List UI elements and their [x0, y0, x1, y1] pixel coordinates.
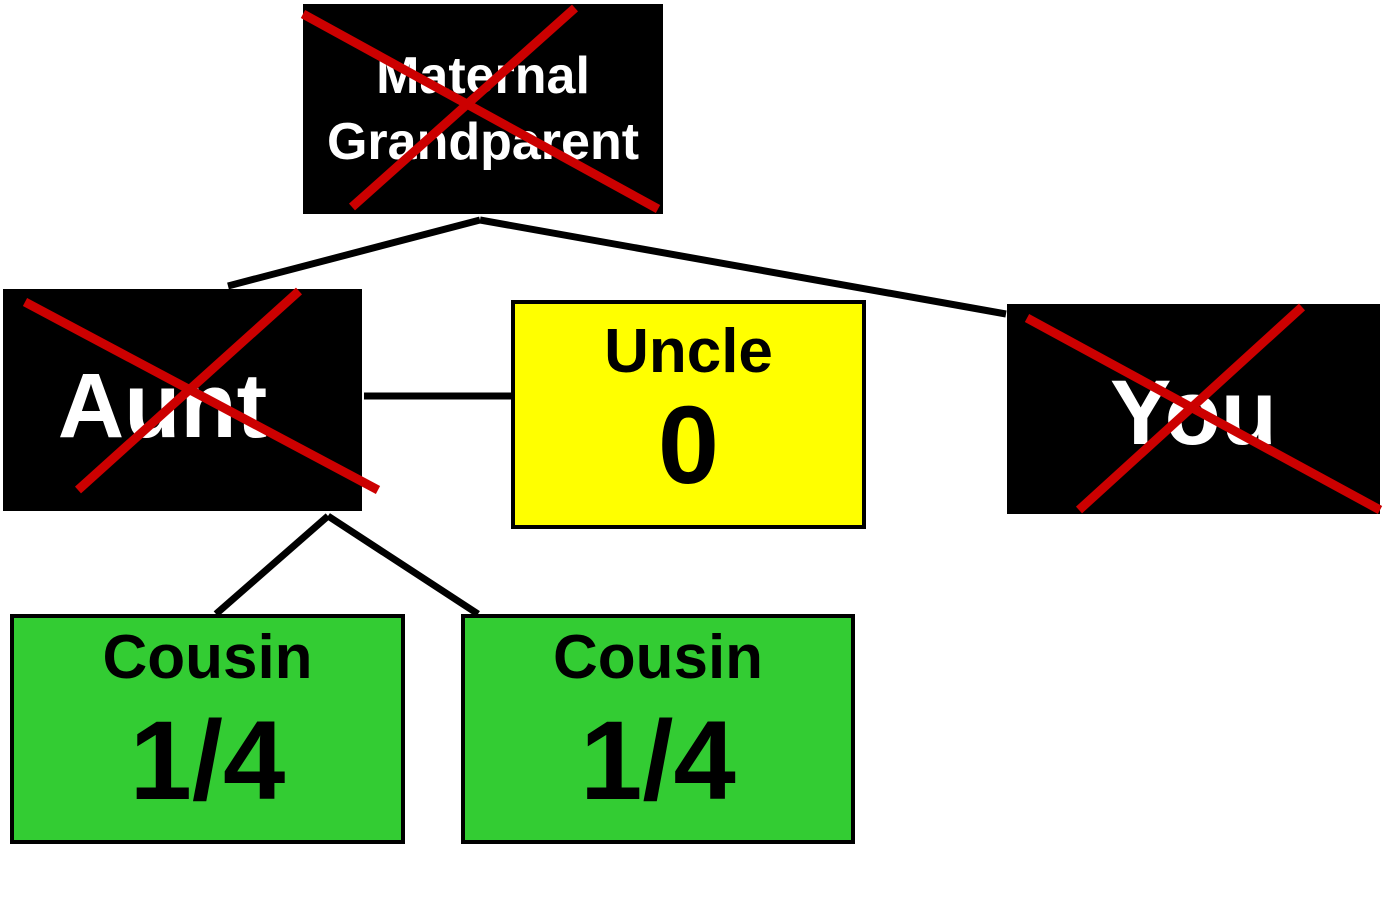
node-cousin-1: Cousin 1/4: [10, 614, 405, 844]
node-aunt: Aunt: [3, 287, 381, 511]
connector-aunt-cousin-1: [213, 513, 331, 617]
cousin-2-share: 1/4: [580, 698, 736, 823]
connector-grandparent-you: [479, 216, 1007, 318]
aunt-label: Aunt: [57, 355, 268, 457]
cousin-1-share: 1/4: [129, 698, 286, 823]
grandparent-label-line2: Grandparent: [326, 113, 640, 171]
connector-aunt-cousin-2: [326, 513, 480, 617]
node-maternal-grandparent: Maternal Grandparent: [300, 4, 663, 214]
uncle-share: 0: [657, 383, 720, 507]
grandparent-label-line1: Maternal: [376, 47, 590, 105]
uncle-label: Uncle: [604, 316, 773, 386]
node-uncle: Uncle 0: [511, 300, 866, 529]
deceased-cross-icon: [300, 4, 661, 213]
node-cousin-2: Cousin 1/4: [461, 614, 855, 844]
node-you: You: [1007, 303, 1383, 514]
you-label: You: [1110, 362, 1277, 464]
cousin-2-label: Cousin: [552, 623, 764, 692]
connector-grandparent-aunt: [227, 216, 481, 290]
cousin-1-label: Cousin: [102, 623, 313, 692]
